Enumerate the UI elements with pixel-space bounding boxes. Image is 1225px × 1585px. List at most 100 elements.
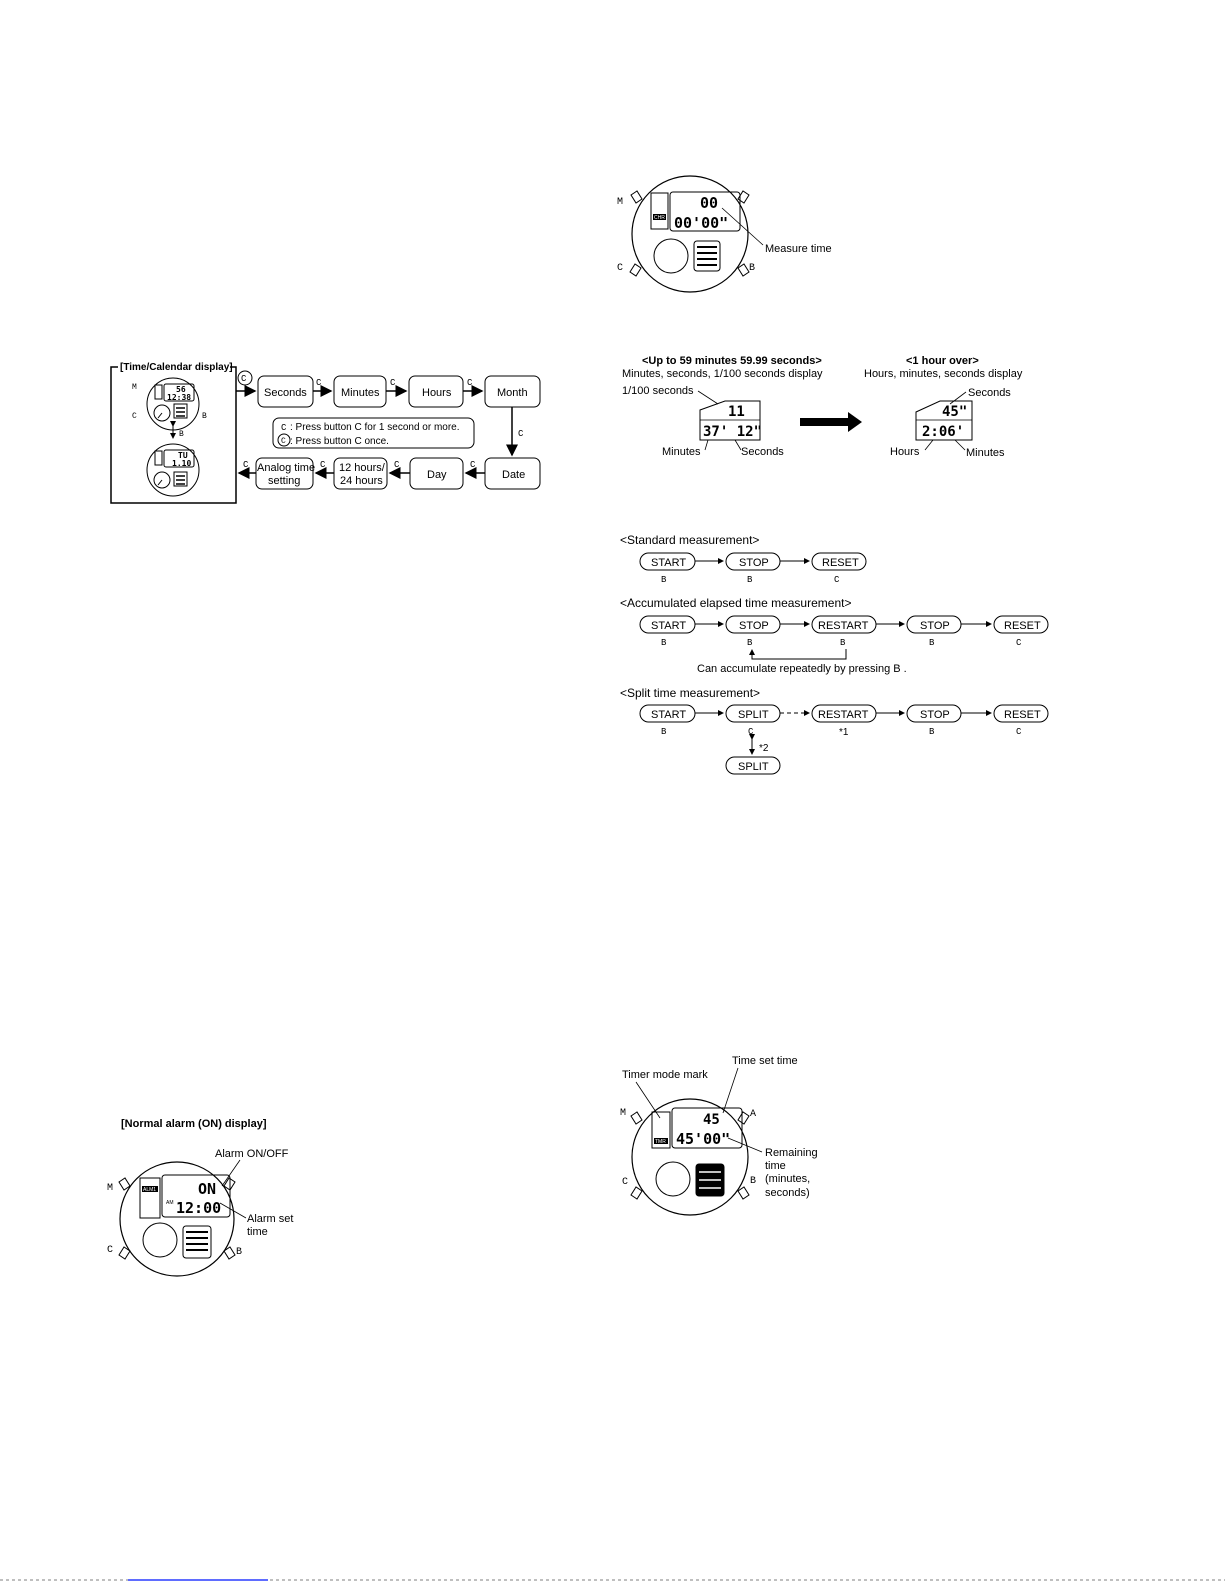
legend-hold-text: : Press button C for 1 second or more. [290,422,460,433]
standard-title: <Standard measurement> [620,533,759,547]
right-lcd-frame [915,400,973,441]
standard-key-3: C [834,575,840,585]
minutes-label: Minutes [662,446,701,458]
split-title: <Split time measurement> [620,686,760,700]
bar-graph-icon [173,471,188,487]
button-c-icon [118,1246,131,1260]
accumulated-stop-2-label: STOP [920,620,950,632]
split-sub-step [725,756,781,775]
alarm-watch: [Normal alarm (ON) display] M C B ALM1 O… [107,1118,293,1277]
timer-watch: Time set time Timer mode mark M C A B TM… [620,1055,818,1216]
right-subtitle: Hours, minutes, seconds display [864,368,1023,380]
timer-b-label: B [750,1176,756,1187]
timer-mode-indicator [651,1111,671,1149]
entry-mark: C [241,374,247,384]
box-analog-line1: Analog time [257,462,315,474]
split-note: *2 [759,743,769,754]
timer-m-label: M [620,1108,626,1119]
watch1-lower: 12:38 [167,393,191,402]
calendar-watch-1: 56 12:38 M C B [132,377,207,431]
watch1-c-label: C [132,412,137,421]
seconds-label: Seconds [741,446,784,458]
box-12-24-line2: 24 hours [340,475,383,487]
timer-remaining-3: (minutes, [765,1173,810,1185]
timer-upper-digits: 45 [703,1112,720,1128]
left-subtitle: Minutes, seconds, 1/100 seconds display [622,368,823,380]
alarm-lcd-panel [161,1174,231,1218]
button-m-icon [630,1111,643,1125]
hours-label: Hours [890,446,920,458]
arrow-label-2: C [390,378,396,388]
button-b-icon [737,263,750,277]
accumulated-reset-label: RESET [1004,620,1041,632]
arrow-label-6: C [394,460,400,470]
accumulated-reset [993,615,1049,634]
accumulated-key-1: B [661,638,667,648]
standard-key-2: B [747,575,753,585]
arrow-label-5: C [470,460,476,470]
legend-hold-key: C [281,423,287,433]
accumulated-key-3: B [840,638,846,648]
watch1-b-label: B [202,412,207,421]
split-stop-label: STOP [920,709,950,721]
standard-start-label: START [651,557,686,569]
left-lower-digits: 37' 12" [703,424,762,440]
accumulated-restart-label: RESTART [818,620,869,632]
alarm-set-label-1: Alarm set [247,1213,293,1225]
right-upper-digits: 45" [942,404,967,420]
left-upper-digits: 11 [728,404,745,420]
bar-graph-icon [182,1225,212,1259]
timer-lcd-panel [671,1107,743,1149]
timer-remaining-2: time [765,1160,786,1172]
watch1-m-label: M [132,383,137,392]
button-m-label: M [617,197,623,208]
box-hours-label: Hours [422,387,452,399]
watch1-upper: 56 [176,385,186,394]
measure-time-label: Measure time [765,243,832,255]
split-split-label: SPLIT [738,709,769,721]
accumulated-start-label: START [651,620,686,632]
timer-c-label: C [622,1177,628,1188]
button-a-icon [737,1111,750,1125]
arrow-label-8: C [243,460,249,470]
timer-a-label: A [750,1109,756,1120]
button-b-label: B [749,263,755,274]
lower-digits: 00'00" [674,214,728,232]
press-once-icon [277,433,291,447]
left-lcd-frame [699,400,761,441]
arrow-label-1: C [316,378,322,388]
timer-mode-mark-label: Timer mode mark [622,1069,708,1081]
alarm-m-label: M [107,1183,113,1194]
alarm-am-mark: AM [166,1200,174,1206]
analog-dial [142,1222,178,1258]
upper-digits: 00 [700,194,718,212]
button-c-icon [629,263,642,277]
accumulated-stop-label: STOP [739,620,769,632]
split-key-1: B [661,727,667,737]
watch2-lower: 1.10 [172,459,191,468]
calendar-watch-2: TU 1.10 [146,443,200,497]
standard-key-1: B [661,575,667,585]
split-key-2: C [748,727,754,737]
timer-lower-digits: 45'00" [676,1130,730,1148]
standard-reset [811,552,867,571]
arrow-label-7: C [320,460,326,470]
analog-dial [655,1161,691,1197]
timer-set-time-label: Time set time [732,1055,798,1067]
split-reset-label: RESET [1004,709,1041,721]
button-m-icon [118,1177,131,1191]
calendar-title: [Time/Calendar display] [120,362,233,373]
split-start-label: START [651,709,686,721]
right-seconds-label: Seconds [968,387,1011,399]
alarm-mode-indicator [139,1177,161,1219]
left-title: <Up to 59 minutes 59.99 seconds> [642,355,822,367]
right-lower-digits: 2:06' [922,424,964,440]
alarm-mode-mark: ALM1 [143,1187,156,1193]
standard-stop-label: STOP [739,557,769,569]
standard-reset-label: RESET [822,557,859,569]
button-b-icon [223,1246,236,1260]
lcd-panel [669,191,741,232]
box-date-label: Date [502,469,525,481]
arrow-label-3: C [467,378,473,388]
watch2-upper: TU [178,451,188,460]
